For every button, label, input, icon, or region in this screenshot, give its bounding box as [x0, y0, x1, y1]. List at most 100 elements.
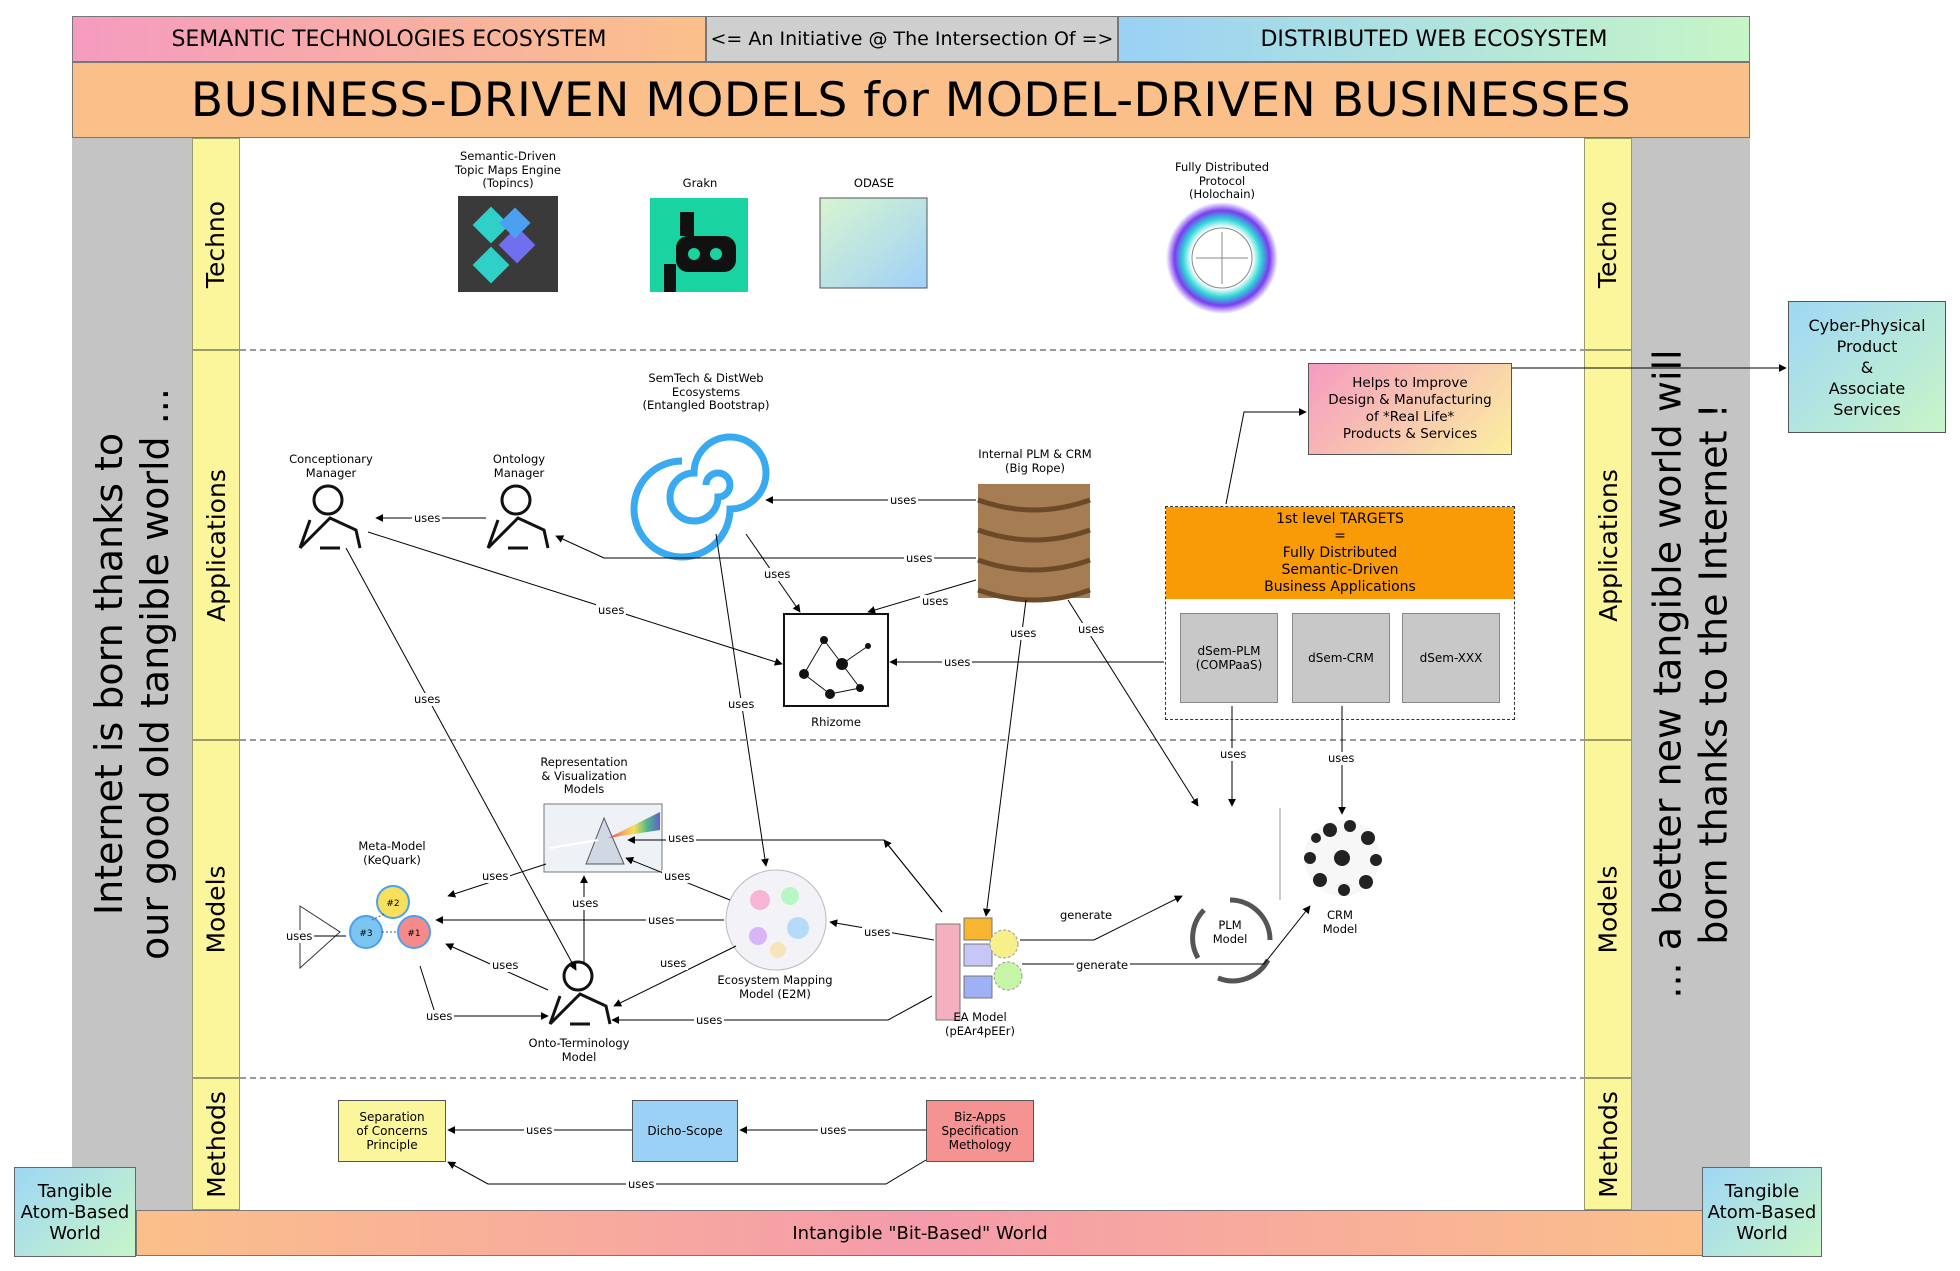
targets-text: 1st level TARGETS = Fully Distributed Se… [1264, 510, 1416, 595]
dsem-crm-text: dSem-CRM [1308, 651, 1374, 665]
dsem-plm-text: dSem-PLM (COMPaaS) [1195, 644, 1263, 672]
edge-label-uses: uses [666, 831, 697, 845]
edge-rope-ea [982, 599, 1027, 917]
footer-intangible-text: Intangible "Bit-Based" World [792, 1222, 1048, 1244]
dsem-plm-box[interactable]: dSem-PLM (COMPaaS) [1180, 613, 1278, 703]
edge-label-uses: uses [1008, 626, 1039, 640]
edge-label-uses: uses [646, 913, 677, 927]
tangible-right-text: Tangible Atom-Based World [1707, 1180, 1817, 1244]
targets-group: 1st level TARGETS = Fully Distributed Se… [1165, 506, 1515, 720]
edge-label-uses: uses [1076, 622, 1107, 636]
cyber-physical-text: Cyber-Physical Product & Associate Servi… [1808, 315, 1926, 419]
big-rope-image [977, 484, 1091, 603]
topincs-logo [458, 196, 558, 292]
edge-rope-ontology [555, 535, 976, 559]
edge-label-generate: generate [1058, 908, 1115, 922]
plm-crm-label: Internal PLM & CRM (Big Rope) [978, 447, 1092, 475]
edge-label-uses: uses [570, 896, 601, 910]
e2m-label: Ecosystem Mapping Model (E2M) [717, 973, 833, 1001]
dsem-xxx-box[interactable]: dSem-XXX [1402, 613, 1500, 703]
holochain-label: Fully Distributed Protocol (Holochain) [1174, 160, 1270, 201]
lane-label-models-right: Models [1584, 740, 1632, 1078]
edge-label-uses: uses [662, 869, 693, 883]
crm-network-icon [1304, 820, 1382, 896]
edge-label-uses: uses [424, 1009, 455, 1023]
edge-ea-representation-top [627, 836, 943, 913]
edge-label-uses: uses [726, 697, 757, 711]
tangible-world-right: Tangible Atom-Based World [1702, 1167, 1822, 1257]
header-initiative: <= An Initiative @ The Intersection Of =… [706, 16, 1118, 62]
rhizome-graph-icon [783, 613, 889, 707]
plm-model-label: PLM Model [1212, 918, 1248, 946]
grakn-label: Grakn [682, 176, 718, 190]
helps-improve-text: Helps to Improve Design & Manufacturing … [1328, 375, 1492, 442]
edge-label-uses: uses [490, 958, 521, 972]
lane-label-applications-right: Applications [1584, 350, 1632, 740]
edge-label-uses: uses [862, 925, 893, 939]
edge-label-generate: generate [1074, 958, 1131, 972]
edge-label-uses: uses [626, 1177, 657, 1191]
bizapps-box: Biz-Apps Specification Methology [926, 1100, 1034, 1162]
separation-of-concerns-box: Separation of Concerns Principle [338, 1100, 446, 1162]
edge-label-uses: uses [1218, 747, 1249, 761]
header-initiative-label: <= An Initiative @ The Intersection Of =… [710, 28, 1114, 50]
dsem-crm-box[interactable]: dSem-CRM [1292, 613, 1390, 703]
header-semantic-ecosystem: SEMANTIC TECHNOLOGIES ECOSYSTEM [72, 16, 706, 62]
lane-label-techno-left: Techno [192, 138, 240, 350]
edge-conceptionary-onto [345, 547, 577, 971]
meta-model-graph [349, 885, 431, 949]
dicho-scope-text: Dicho-Scope [647, 1124, 723, 1138]
lane-label-methods-right: Methods [1584, 1078, 1632, 1210]
edge-label-uses: uses [480, 869, 511, 883]
left-side-band: Internet is born thanks to our good old … [72, 138, 192, 1210]
ecosystem-mapping-model-image [725, 869, 827, 971]
tangible-world-left: Tangible Atom-Based World [14, 1167, 136, 1257]
header-semantic-label: SEMANTIC TECHNOLOGIES ECOSYSTEM [171, 26, 607, 52]
lane-label-methods-left: Methods [192, 1078, 240, 1210]
edge-label-uses: uses [888, 493, 919, 507]
representation-label: Representation & Visualization Models [540, 755, 628, 796]
cyber-physical-box: Cyber-Physical Product & Associate Servi… [1788, 301, 1946, 433]
tangible-left-text: Tangible Atom-Based World [20, 1180, 130, 1244]
onto-terminology-icon [548, 960, 612, 1026]
edge-label-uses: uses [694, 1013, 725, 1027]
edge-label-uses: uses [818, 1123, 849, 1137]
edge-label-uses: uses [920, 594, 951, 608]
edge-e2m-onto [613, 945, 737, 1007]
lane-label-models-left: Models [192, 740, 240, 1078]
edge-label-uses: uses [942, 655, 973, 669]
conceptionary-manager-icon [298, 484, 362, 550]
meta-node-1: #1 [407, 929, 420, 939]
plm-cycle-icon [1190, 897, 1273, 984]
entangled-bootstrap-spiral-icon [630, 433, 770, 561]
meta-node-3: #3 [359, 929, 372, 939]
dicho-scope-box: Dicho-Scope [632, 1100, 738, 1162]
lane-label-applications-left: Applications [192, 350, 240, 740]
right-side-band: ... a better new tangible world will bor… [1632, 138, 1750, 1210]
conceptionary-label: Conceptionary Manager [289, 452, 373, 480]
edge-label-uses: uses [904, 551, 935, 565]
edge-label-uses: uses [596, 603, 627, 617]
edge-label-uses: uses [524, 1123, 555, 1137]
page-title-text: BUSINESS-DRIVEN MODELS for MODEL-DRIVEN … [190, 72, 1632, 128]
footer-intangible-world: Intangible "Bit-Based" World [136, 1210, 1704, 1256]
separation-text: Separation of Concerns Principle [356, 1110, 428, 1152]
crm-model-label: CRM Model [1322, 908, 1358, 936]
lane-label-techno-right: Techno [1584, 138, 1632, 350]
edge-label-uses: uses [658, 956, 689, 970]
page-title: BUSINESS-DRIVEN MODELS for MODEL-DRIVEN … [72, 62, 1750, 138]
odase-logo [819, 197, 928, 289]
edge-label-uses: uses [412, 511, 443, 525]
edge-label-uses: uses [412, 692, 443, 706]
targets-header: 1st level TARGETS = Fully Distributed Se… [1166, 507, 1514, 599]
holochain-logo [1166, 202, 1278, 314]
grakn-logo [650, 198, 748, 292]
header-distributed-label: DISTRIBUTED WEB ECOSYSTEM [1260, 26, 1608, 52]
ontology-manager-icon [486, 484, 550, 550]
edge-ea-plm [1020, 895, 1183, 941]
ontology-label: Ontology Manager [492, 452, 546, 480]
semtech-label: SemTech & DistWeb Ecosystems (Entangled … [642, 371, 770, 412]
edge-label-uses: uses [1326, 751, 1357, 765]
dsem-xxx-text: dSem-XXX [1419, 651, 1483, 665]
